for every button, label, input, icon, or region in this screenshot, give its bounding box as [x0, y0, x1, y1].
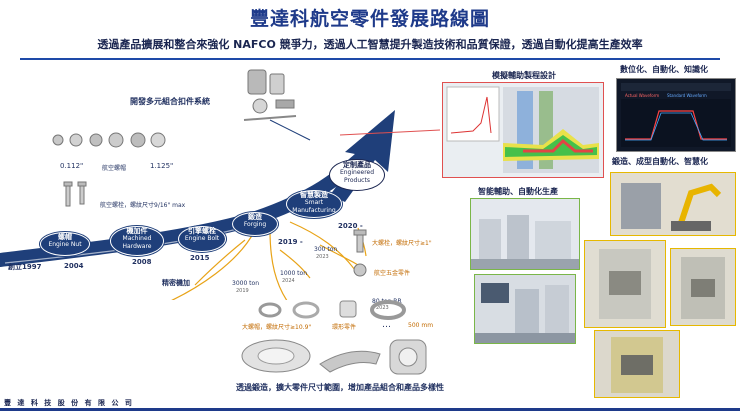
factory-photo-2-image [475, 275, 575, 343]
footer-bar [0, 408, 740, 411]
press-photo-3 [594, 330, 680, 398]
forged-parts-image [241, 339, 427, 375]
stage-label-zh: 智慧製造 [300, 191, 328, 199]
bolt-thread-label: 航空螺栓，螺紋尺寸9/16" max [100, 202, 186, 209]
hardware-part-label: 航空五金零件 [374, 270, 411, 277]
precision-machining-label: 精密機加 [162, 279, 190, 287]
big-bolt-label: 大螺栓，螺紋尺寸≥1" [372, 240, 432, 247]
stage-engine-bolt: 引擎螺栓 Engine Bolt [178, 226, 226, 252]
fastener-system-label: 開發多元組合扣件系統 [130, 97, 210, 106]
aerospace-nuts-image [52, 132, 166, 148]
stage-engine-nut: 螺帽 Engine Nut [40, 232, 90, 256]
year-2019: 2019 - [278, 238, 303, 246]
chart-toolbar [621, 83, 731, 91]
forged-rings-image [258, 300, 406, 320]
forging-caption: 透過鍛造，擴大零件尺寸範圍，增加產品組合和產品多樣性 [236, 383, 444, 392]
simulation-render-image [443, 83, 603, 177]
header-divider [20, 58, 720, 60]
ellipsis-label: … [382, 320, 391, 330]
robot-photo [610, 172, 736, 236]
legend-actual: Actual Waveform [625, 93, 660, 98]
page-title: 豐達科航空零件發展路線圖 [249, 8, 490, 30]
press-3000-ton: 3000 ton [232, 280, 260, 287]
press-photo-2-image [671, 249, 735, 325]
stage-smart-manufacturing: 智慧製造 Smart Manufacturing [286, 190, 342, 218]
stage-label-zh: 螺帽 [58, 233, 72, 241]
stage-label-en: Engine Nut [48, 241, 82, 248]
year-2020: 2020 - [338, 222, 363, 230]
digital-section-title: 數位化、自動化、知識化 [620, 65, 708, 74]
nut-size-label: 航空螺帽 [102, 165, 127, 172]
press-photo-2 [670, 248, 736, 326]
year-2015: 2015 [190, 254, 210, 262]
press-photo-1-image [585, 241, 665, 327]
stage-machined-hardware: 機加件 Machined Hardware [110, 226, 164, 256]
factory-photo-1 [470, 198, 580, 270]
aerospace-bolts-image [63, 181, 87, 207]
nut-size-min: 0.112" [60, 162, 84, 170]
stage-label-en: Smart Manufacturing [292, 199, 336, 214]
stage-label-zh: 引擎螺栓 [188, 227, 216, 235]
founded-year: 創立1997 [8, 263, 42, 271]
company-footer: 豐 達 科 技 股 份 有 限 公 司 [4, 399, 134, 407]
stage-label-en: Engine Bolt [184, 235, 220, 242]
legend-standard: Standard Waveform [667, 93, 707, 98]
assist-section-title: 智能輔助、自動化生產 [478, 187, 558, 196]
big-bolt-image [353, 229, 367, 253]
stage-label-zh: 定制產品 [343, 161, 371, 169]
waveform-chart-panel: Actual Waveform Standard Waveform [616, 78, 736, 152]
press-1000-year: 2024 [282, 278, 295, 284]
sim-section-title: 模擬輔助製程設計 [492, 71, 556, 80]
stage-engineered-products: 定制產品 Engineered Products [330, 160, 384, 190]
ring-parts-label: 環形零件 [332, 324, 357, 331]
robot-photo-image [611, 173, 735, 235]
factory-photo-1-image [471, 199, 579, 269]
stage-label-en: Machined Hardware [122, 235, 152, 250]
stage-label-en: Engineered Products [339, 169, 375, 184]
press-300-ton: 300 ton [314, 246, 338, 253]
stage-label-en: Forging [243, 221, 267, 228]
fastener-assembly-image [243, 69, 297, 121]
stage-label-zh: 鍛造 [248, 213, 262, 221]
stage-label-zh: 機加件 [126, 227, 148, 235]
nut-size-max: 1.125" [150, 162, 174, 170]
press-300-year: 2023 [316, 254, 329, 260]
year-2004: 2004 [64, 262, 84, 270]
press-1000-ton: 1000 ton [280, 270, 308, 277]
forge-auto-section-title: 鍛造、成型自動化、智慧化 [612, 157, 708, 166]
press-80-year: 2023 [376, 305, 389, 311]
waveform-plot [621, 99, 731, 147]
year-2008: 2008 [132, 258, 152, 266]
big-nut-label: 大螺帽，螺紋尺寸≥10.9" [242, 324, 312, 331]
press-photo-1 [584, 240, 666, 328]
stage-forging: 鍛造 Forging [232, 212, 278, 236]
factory-photo-2 [474, 274, 576, 344]
size-500mm-label: 500 mm [408, 322, 434, 329]
press-3000-year: 2019 [236, 288, 249, 294]
simulation-panel [442, 82, 604, 178]
press-photo-3-image [595, 331, 679, 397]
hardware-part-image [353, 263, 367, 277]
page-subtitle: 透過產品擴展和整合來強化 NAFCO 競爭力，透過人工智慧提升製造技術和品質保證… [97, 38, 643, 51]
